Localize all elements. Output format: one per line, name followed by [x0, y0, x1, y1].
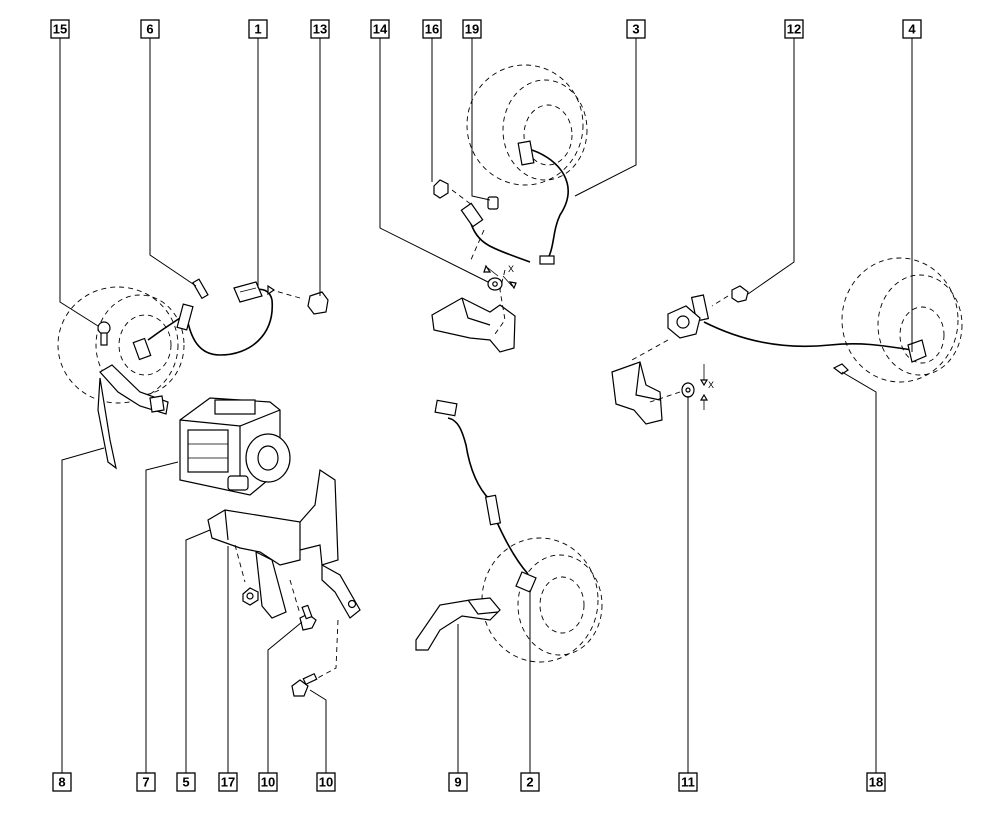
callout-13: 13 [310, 19, 330, 39]
svg-text:13: 13 [313, 22, 327, 37]
wheel-rear-right [841, 257, 963, 383]
svg-text:9: 9 [454, 775, 461, 790]
rear-left-sensor-assembly [415, 399, 537, 651]
callout-4: 4 [902, 19, 922, 39]
svg-text:14: 14 [373, 22, 388, 37]
callout-17: 17 [218, 772, 238, 792]
callout-7: 7 [136, 772, 156, 792]
dash-bracket-17 [234, 544, 246, 583]
dash-bracket-10a [289, 579, 301, 615]
svg-text:11: 11 [681, 775, 695, 790]
svg-text:16: 16 [425, 22, 439, 37]
svg-text:1: 1 [254, 22, 261, 37]
svg-text:7: 7 [142, 775, 149, 790]
svg-text:19: 19 [465, 22, 479, 37]
rear-right-sensor-assembly [611, 285, 927, 425]
wheel-front-right [466, 64, 588, 186]
callout-2: 2 [520, 772, 540, 792]
front-left-sensor-assembly [97, 278, 329, 470]
svg-text:3: 3 [632, 22, 639, 37]
svg-text:2: 2 [526, 775, 533, 790]
callout-10-a: 10 [258, 772, 278, 792]
front-right-sensor-assembly [431, 140, 569, 353]
bolt-10b [291, 672, 318, 697]
svg-text:6: 6 [146, 22, 153, 37]
gap-mark-rear-label: X [708, 380, 714, 390]
gap-mark-rear: X [699, 364, 714, 410]
callout-19: 19 [462, 19, 482, 39]
svg-text:8: 8 [58, 775, 65, 790]
svg-text:4: 4 [908, 22, 916, 37]
callout-8: 8 [52, 772, 72, 792]
callout-1: 1 [248, 19, 268, 39]
callout-11: 11 [678, 772, 698, 792]
dash-bracket-10b [313, 619, 339, 681]
wheel-rear-left [481, 537, 603, 663]
callout-3: 3 [626, 19, 646, 39]
callout-5: 5 [176, 772, 196, 792]
gap-mark-front-label: X [508, 264, 514, 274]
leader-lines [59, 38, 913, 773]
callout-6: 6 [140, 19, 160, 39]
svg-text:5: 5 [182, 775, 189, 790]
bolt-10a [299, 604, 317, 631]
callout-10-b: 10 [316, 772, 336, 792]
callout-16: 16 [422, 19, 442, 39]
gap-mark-front: X [483, 264, 517, 290]
callout-18: 18 [866, 772, 886, 792]
svg-text:15: 15 [53, 22, 67, 37]
abs-hydraulic-unit [179, 397, 291, 496]
svg-text:18: 18 [869, 775, 883, 790]
callout-12: 12 [784, 19, 804, 39]
svg-text:10: 10 [319, 775, 333, 790]
nut-17 [242, 587, 259, 606]
svg-text:17: 17 [221, 775, 235, 790]
svg-text:10: 10 [261, 775, 275, 790]
abs-mounting-bracket [207, 468, 361, 619]
callout-14: 14 [370, 19, 390, 39]
callout-15: 15 [50, 19, 70, 39]
svg-text:12: 12 [787, 22, 801, 37]
callout-9: 9 [448, 772, 468, 792]
